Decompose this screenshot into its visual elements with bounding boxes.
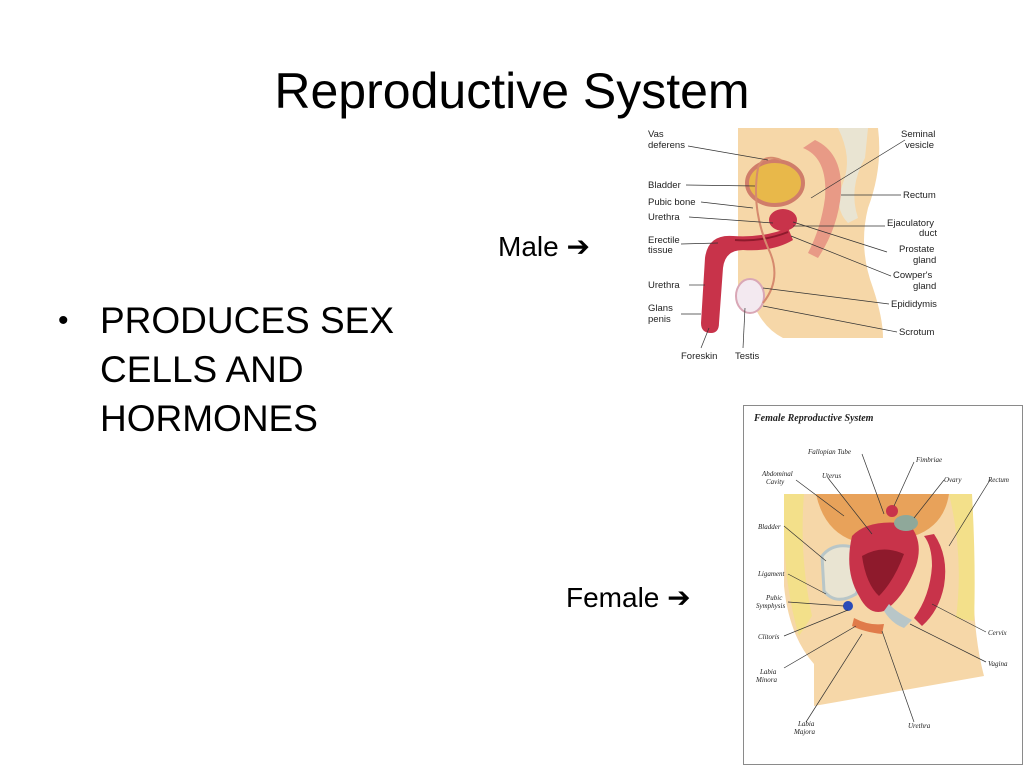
label-labia-minora-2: Minora (755, 676, 778, 684)
right-arrow-icon: ➔ (667, 582, 691, 613)
label-urethra-bottom: Urethra (648, 280, 680, 291)
bullet-dot-icon: • (58, 304, 69, 337)
label-clitoris: Clitoris (758, 633, 780, 641)
label-vagina: Vagina (988, 660, 1008, 668)
label-cervix: Cervix (988, 629, 1008, 637)
label-cowpers-gland-2: gland (913, 281, 936, 292)
label-labia-minora-1: Labia (759, 668, 777, 676)
label-ligament: Ligament (757, 570, 786, 578)
label-urethra-top: Urethra (648, 212, 680, 223)
label-pubic-symphysis-2: Symphysis (756, 602, 785, 610)
label-labia-majora-1: Labia (797, 720, 815, 728)
female-reproductive-diagram: Female Reproductive System (743, 405, 1023, 765)
label-cowpers-gland-1: Cowper's (893, 270, 933, 281)
label-epididymis: Epididymis (891, 299, 937, 310)
female-diagram-labels: Fallopian Tube Fimbriae Abdominal Cavity… (755, 448, 1009, 736)
male-reproductive-diagram: Vas deferens Bladder Pubic bone Urethra … (648, 128, 937, 362)
label-pubic-bone: Pubic bone (648, 197, 696, 208)
label-ejaculatory-duct-2: duct (919, 228, 937, 239)
label-scrotum: Scrotum (899, 327, 934, 338)
label-vas-deferens-2: deferens (648, 140, 685, 151)
female-leader-lines (783, 453, 991, 723)
label-erectile-tissue-1: Erectile (648, 235, 680, 246)
label-pubic-symphysis-1: Pubic (765, 594, 783, 602)
right-arrow-icon: ➔ (566, 231, 590, 262)
male-label-text: Male (498, 231, 559, 262)
female-diagram-svg: Female Reproductive System (753, 413, 1009, 736)
bullet-text: PRODUCES SEX CELLS AND HORMONES (100, 300, 395, 439)
label-prostate-gland-2: gland (913, 255, 936, 266)
bullet-list: • PRODUCES SEX CELLS AND HORMONES (58, 296, 438, 443)
label-ovary: Ovary (944, 476, 962, 484)
label-vas-deferens-1: Vas (648, 129, 664, 140)
bullet-item: • PRODUCES SEX CELLS AND HORMONES (58, 296, 438, 443)
label-bladder: Bladder (758, 523, 781, 531)
male-diagram-labels: Vas deferens Bladder Pubic bone Urethra … (648, 129, 937, 362)
label-abdominal-cavity-2: Cavity (766, 478, 785, 486)
label-bladder: Bladder (648, 180, 681, 191)
label-fimbriae: Fimbriae (915, 456, 942, 464)
label-prostate-gland-1: Prostate (899, 244, 934, 255)
label-ejaculatory-duct-1: Ejaculatory (887, 218, 934, 229)
label-glans-penis-1: Glans (648, 303, 673, 314)
label-labia-majora-2: Majora (793, 728, 816, 736)
female-diagram-title: Female Reproductive System (753, 413, 874, 424)
label-glans-penis-2: penis (648, 314, 671, 325)
label-testis: Testis (735, 351, 760, 362)
label-erectile-tissue-2: tissue (648, 245, 673, 256)
female-label-text: Female (566, 582, 660, 613)
label-uterus: Uterus (822, 472, 841, 480)
female-anatomy-illustration (784, 494, 984, 706)
label-foreskin: Foreskin (681, 351, 717, 362)
male-leader-lines (680, 139, 906, 349)
label-rectum: Rectum (903, 190, 936, 201)
label-seminal-vesicle-1: Seminal (901, 129, 935, 140)
label-seminal-vesicle-2: vesicle (905, 140, 934, 151)
label-urethra: Urethra (908, 722, 931, 730)
male-label: Male ➔ (498, 230, 590, 263)
label-rectum: Rectum (987, 476, 1009, 484)
slide-title: Reproductive System (274, 63, 750, 119)
label-abdominal-cavity-1: Abdominal (761, 470, 793, 478)
label-fallopian-tube: Fallopian Tube (807, 448, 851, 456)
female-label: Female ➔ (566, 581, 691, 614)
male-anatomy-illustration (701, 128, 883, 338)
